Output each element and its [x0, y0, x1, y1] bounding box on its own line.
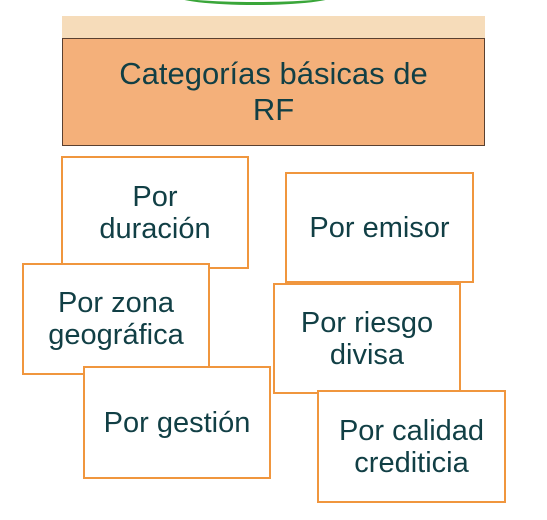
- title-box: Categorías básicas de RF: [62, 38, 485, 146]
- card-por-zona-geografica: Por zona geográfica: [22, 263, 210, 375]
- card-label: Por duración: [99, 180, 211, 245]
- card-por-duracion: Por duración: [61, 156, 249, 269]
- header-strip: [62, 16, 485, 38]
- card-por-gestion: Por gestión: [83, 366, 271, 479]
- card-label: Por emisor: [309, 211, 450, 244]
- diagram-title: Categorías básicas de RF: [119, 56, 428, 127]
- card-label: Por calidad crediticia: [338, 414, 485, 479]
- card-por-riesgo-divisa: Por riesgo divisa: [273, 283, 461, 394]
- card-label: Por gestión: [103, 406, 251, 439]
- decorative-arc: [175, 0, 335, 5]
- card-label: Por zona geográfica: [48, 287, 184, 351]
- card-por-calidad-crediticia: Por calidad crediticia: [317, 390, 506, 503]
- card-por-emisor: Por emisor: [285, 172, 474, 283]
- card-label: Por riesgo divisa: [300, 306, 434, 371]
